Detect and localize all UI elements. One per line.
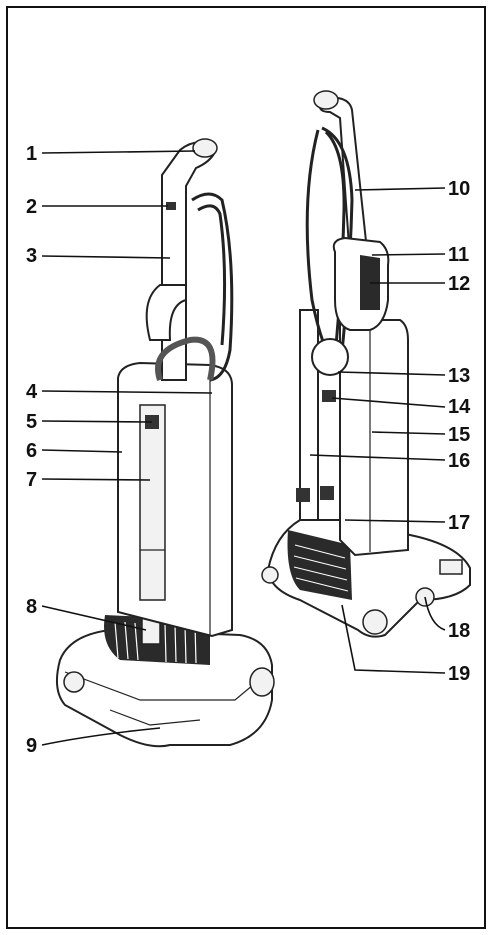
callout-6-number: 6: [26, 440, 37, 462]
callout-16: 16: [309, 450, 470, 472]
callout-3-leader: [41, 255, 171, 259]
callout-10-leader: [354, 187, 446, 191]
callout-15-number: 15: [448, 424, 470, 446]
callout-14-number: 14: [448, 396, 471, 418]
callout-18-leader: [424, 596, 446, 631]
callout-5-number: 5: [26, 411, 37, 433]
callout-15: 15: [371, 424, 470, 446]
callout-4: 4: [26, 381, 213, 403]
callout-1: 1: [26, 143, 196, 165]
callout-11-number: 11: [448, 244, 469, 266]
callout-19-number: 19: [448, 663, 470, 685]
front-vacuum-illustration: [55, 138, 275, 748]
callout-16-leader: [309, 454, 446, 461]
callout-15-leader: [371, 431, 446, 435]
callout-7-number: 7: [26, 469, 37, 491]
callout-9: 9: [26, 727, 161, 757]
callout-17-number: 17: [448, 512, 470, 534]
callout-8-number: 8: [26, 596, 37, 618]
callout-9-leader: [41, 727, 161, 746]
callout-7: 7: [26, 469, 151, 491]
callout-17: 17: [344, 512, 470, 534]
callout-11-leader: [371, 253, 446, 256]
callout-1-leader: [41, 150, 196, 154]
callout-3-number: 3: [26, 245, 37, 267]
callout-13-leader: [337, 371, 446, 376]
callout-17-leader: [344, 519, 446, 523]
callout-7-leader: [41, 478, 151, 481]
callout-16-number: 16: [448, 450, 470, 472]
callout-10-number: 10: [448, 178, 470, 200]
callout-14: 14: [331, 396, 471, 418]
callout-6-leader: [41, 449, 123, 453]
rear-vacuum-illustration: [261, 90, 471, 638]
callout-3: 3: [26, 245, 171, 267]
callout-1-number: 1: [26, 143, 37, 165]
callout-18-number: 18: [448, 620, 470, 642]
callout-4-number: 4: [26, 381, 38, 403]
callout-2: 2: [26, 196, 168, 218]
callout-4-leader: [41, 390, 213, 394]
callout-12-number: 12: [448, 273, 470, 295]
callout-10: 10: [354, 178, 470, 200]
callout-8: 8: [26, 596, 147, 631]
callout-11: 11: [371, 244, 469, 266]
callout-14-leader: [331, 397, 446, 408]
callout-12: 12: [370, 273, 470, 295]
callout-8-leader: [41, 605, 147, 631]
callout-19: 19: [341, 604, 470, 685]
callout-18: 18: [424, 596, 470, 642]
callout-9-number: 9: [26, 735, 37, 757]
callout-5-leader: [41, 420, 153, 423]
callout-labels: 1 2 3 4 5 6 7 8: [26, 143, 471, 757]
callout-2-number: 2: [26, 196, 37, 218]
callout-6: 6: [26, 440, 123, 462]
callout-19-leader: [341, 604, 446, 674]
callout-5: 5: [26, 411, 153, 433]
callout-13: 13: [337, 365, 470, 387]
callout-13-number: 13: [448, 365, 470, 387]
